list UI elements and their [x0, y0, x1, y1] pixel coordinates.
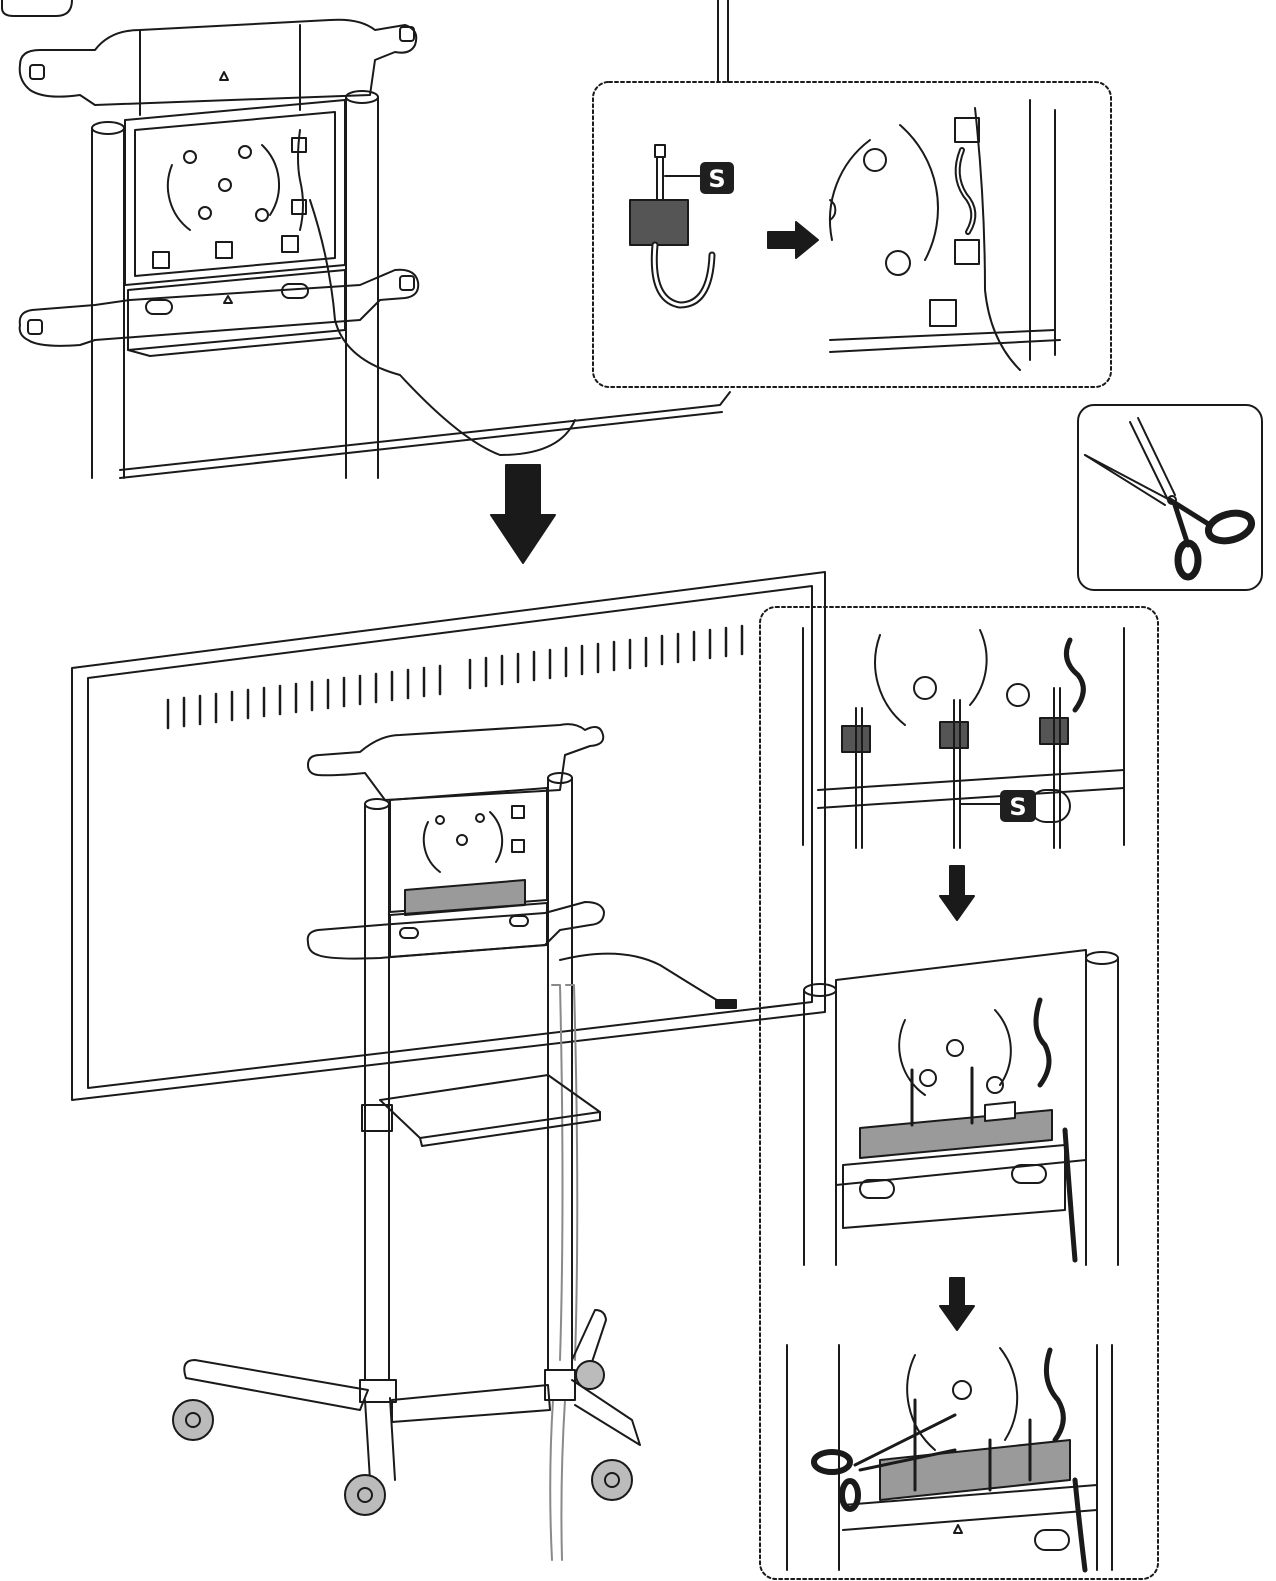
arrow-down-icon	[939, 865, 975, 921]
tie-base	[215, 241, 233, 259]
arrow-down-icon	[939, 1277, 975, 1331]
power-cable	[559, 952, 726, 1006]
cable-tray	[842, 1144, 1066, 1229]
caster-wheel	[172, 1399, 214, 1441]
detail-sub-1	[802, 627, 1125, 849]
tie-base	[281, 235, 299, 253]
stand-base	[172, 1309, 641, 1516]
tie-base	[954, 239, 980, 265]
tie-mount-base	[629, 199, 689, 246]
scissors-icon	[811, 1413, 957, 1512]
display-vents	[166, 624, 744, 730]
cable-tie-icon	[629, 144, 716, 309]
arrow-down-icon	[490, 464, 556, 564]
detail-sub-3	[786, 1344, 1113, 1573]
scissors-icon	[1084, 417, 1256, 581]
badge-s: S	[1000, 790, 1036, 822]
arrow-right-icon	[767, 221, 819, 259]
cable-tray	[389, 902, 548, 958]
tool-box	[1077, 404, 1263, 591]
mounting-plate	[835, 949, 1087, 1186]
badge-s-label: S	[708, 165, 725, 193]
vesa-arm-lower	[18, 268, 420, 347]
tie-base	[291, 199, 307, 215]
step-bottom-full-stand	[71, 571, 826, 1561]
up-arrow-mark	[219, 71, 229, 81]
badge-s-label: S	[1009, 793, 1026, 821]
zoomed-plate-corner	[829, 99, 1061, 371]
mounting-plate	[124, 99, 346, 286]
step-top-stand-bracket	[1, 0, 731, 479]
caster-wheel	[575, 1360, 605, 1390]
cable-tie-detail-panel: S	[592, 81, 1112, 388]
cable-tray	[127, 269, 346, 351]
vesa-arm-lower	[306, 901, 605, 960]
bundled-cable	[297, 129, 304, 231]
power-strip	[879, 1439, 1071, 1501]
detail-sub-2	[803, 949, 1119, 1266]
caster-wheel	[344, 1474, 386, 1516]
cable-route-detail-panel: S	[759, 606, 1159, 1580]
power-cable-loose	[309, 199, 576, 456]
cable-cover	[551, 984, 579, 1361]
step-label-frame	[1, 0, 73, 17]
vesa-arm-upper	[18, 18, 418, 106]
detail-frame	[592, 81, 1112, 388]
tie-base	[929, 299, 957, 327]
tool-frame	[1077, 404, 1263, 591]
display-edge-top	[119, 391, 731, 471]
tie-base	[152, 251, 170, 269]
vesa-arm-upper	[307, 723, 605, 801]
tie-base	[954, 117, 980, 143]
badge-s: S	[700, 162, 734, 194]
display-back	[71, 571, 826, 1101]
tied-cable-loop	[954, 147, 977, 235]
caster-wheel	[591, 1459, 633, 1501]
power-strip	[859, 1109, 1053, 1159]
detail-frame	[759, 606, 1159, 1580]
mounting-plate	[389, 787, 548, 913]
shelf	[379, 1074, 601, 1139]
